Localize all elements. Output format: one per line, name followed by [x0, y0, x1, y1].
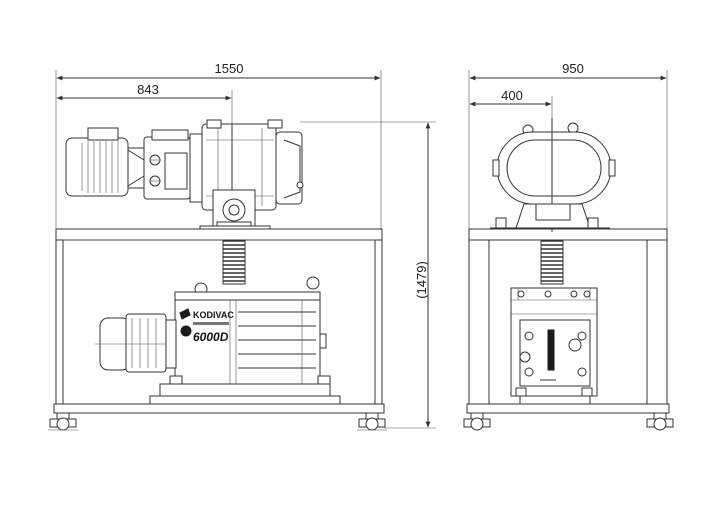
model-name: 6000D	[193, 330, 229, 344]
front-rotary-pump: KODIVAC 6000D	[95, 276, 341, 405]
pump-fins	[238, 300, 316, 384]
side-rotary-pump	[510, 287, 598, 405]
brand-subtitle-bar	[193, 322, 229, 325]
front-view: KODIVAC 6000D	[48, 119, 387, 431]
side-caster-left	[463, 412, 491, 431]
front-booster-pump	[65, 119, 304, 230]
motor-fins	[81, 141, 119, 193]
dimension-lines	[55, 70, 668, 429]
side-view	[463, 118, 674, 431]
side-frame	[466, 228, 670, 414]
side-bellows	[540, 239, 564, 285]
brand-name: KODIVAC	[193, 310, 234, 320]
side-caster-right	[646, 412, 674, 431]
front-bellows	[222, 239, 246, 285]
front-caster-right	[357, 412, 387, 431]
front-caster-left	[48, 412, 78, 431]
front-frame	[53, 228, 385, 414]
side-booster-pump	[490, 118, 616, 232]
dim-side-total-width: 950	[562, 61, 584, 76]
dim-front-partial-width: 843	[137, 82, 159, 97]
dim-front-total-width: 1550	[215, 61, 244, 76]
brand-label: KODIVAC 6000D	[179, 308, 234, 344]
dim-side-partial-width: 400	[501, 88, 523, 103]
dim-total-height: (1479)	[414, 261, 429, 299]
